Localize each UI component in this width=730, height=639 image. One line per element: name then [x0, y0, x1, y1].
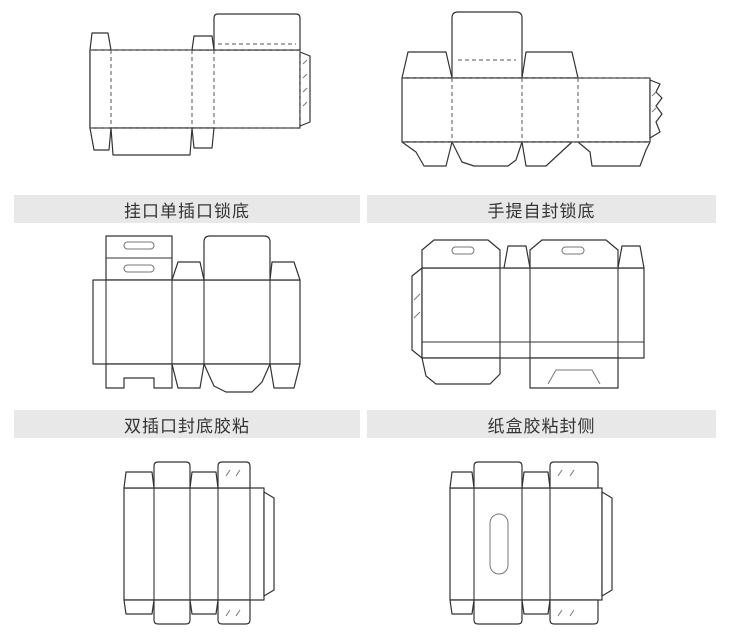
- dieline-glued-side-seal-handle-box: [411, 239, 645, 389]
- dieline-double-insert-glued-bottom: [92, 235, 301, 393]
- dieline-tissue-style-box: [449, 461, 613, 625]
- caption-hanging-single-insert-lock-bottom: 挂口单插口锁底: [14, 195, 360, 223]
- dieline-hanging-single-insert-lock-bottom: [89, 13, 311, 156]
- caption-handle-self-seal-lock-bottom: 手提自封锁底: [367, 195, 716, 223]
- dieline-straight-tuck-box: [123, 461, 275, 625]
- caption-double-insert-glued-bottom: 双插口封底胶粘: [14, 410, 360, 438]
- caption-glued-side-seal-box: 纸盒胶粘封侧: [367, 410, 716, 438]
- dieline-handle-self-seal-lock-bottom: [401, 11, 663, 167]
